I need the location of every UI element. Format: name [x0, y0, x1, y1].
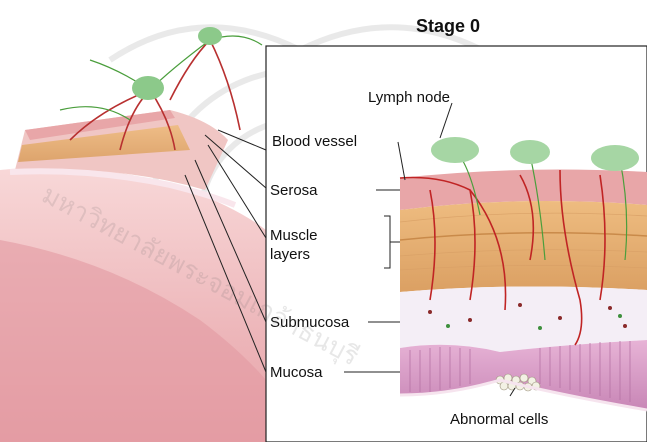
muscle-layer	[400, 201, 647, 292]
label-muscle-line2: layers	[270, 246, 310, 263]
diagram-title: Stage 0	[416, 16, 480, 36]
label-mucosa: Mucosa	[270, 364, 323, 381]
lymph-node	[510, 140, 550, 164]
label-blood-vessel: Blood vessel	[272, 133, 357, 150]
label-serosa: Serosa	[270, 182, 318, 199]
overview-lymph-node	[198, 27, 222, 45]
lymph-node	[591, 145, 639, 171]
lymph-node	[431, 137, 479, 163]
label-muscle-line1: Muscle	[270, 227, 318, 244]
overview-lymph-node	[132, 76, 164, 100]
label-lymph-node: Lymph node	[368, 89, 450, 106]
label-abnormal-cells: Abnormal cells	[450, 411, 548, 428]
wall-cross-section	[400, 137, 647, 410]
